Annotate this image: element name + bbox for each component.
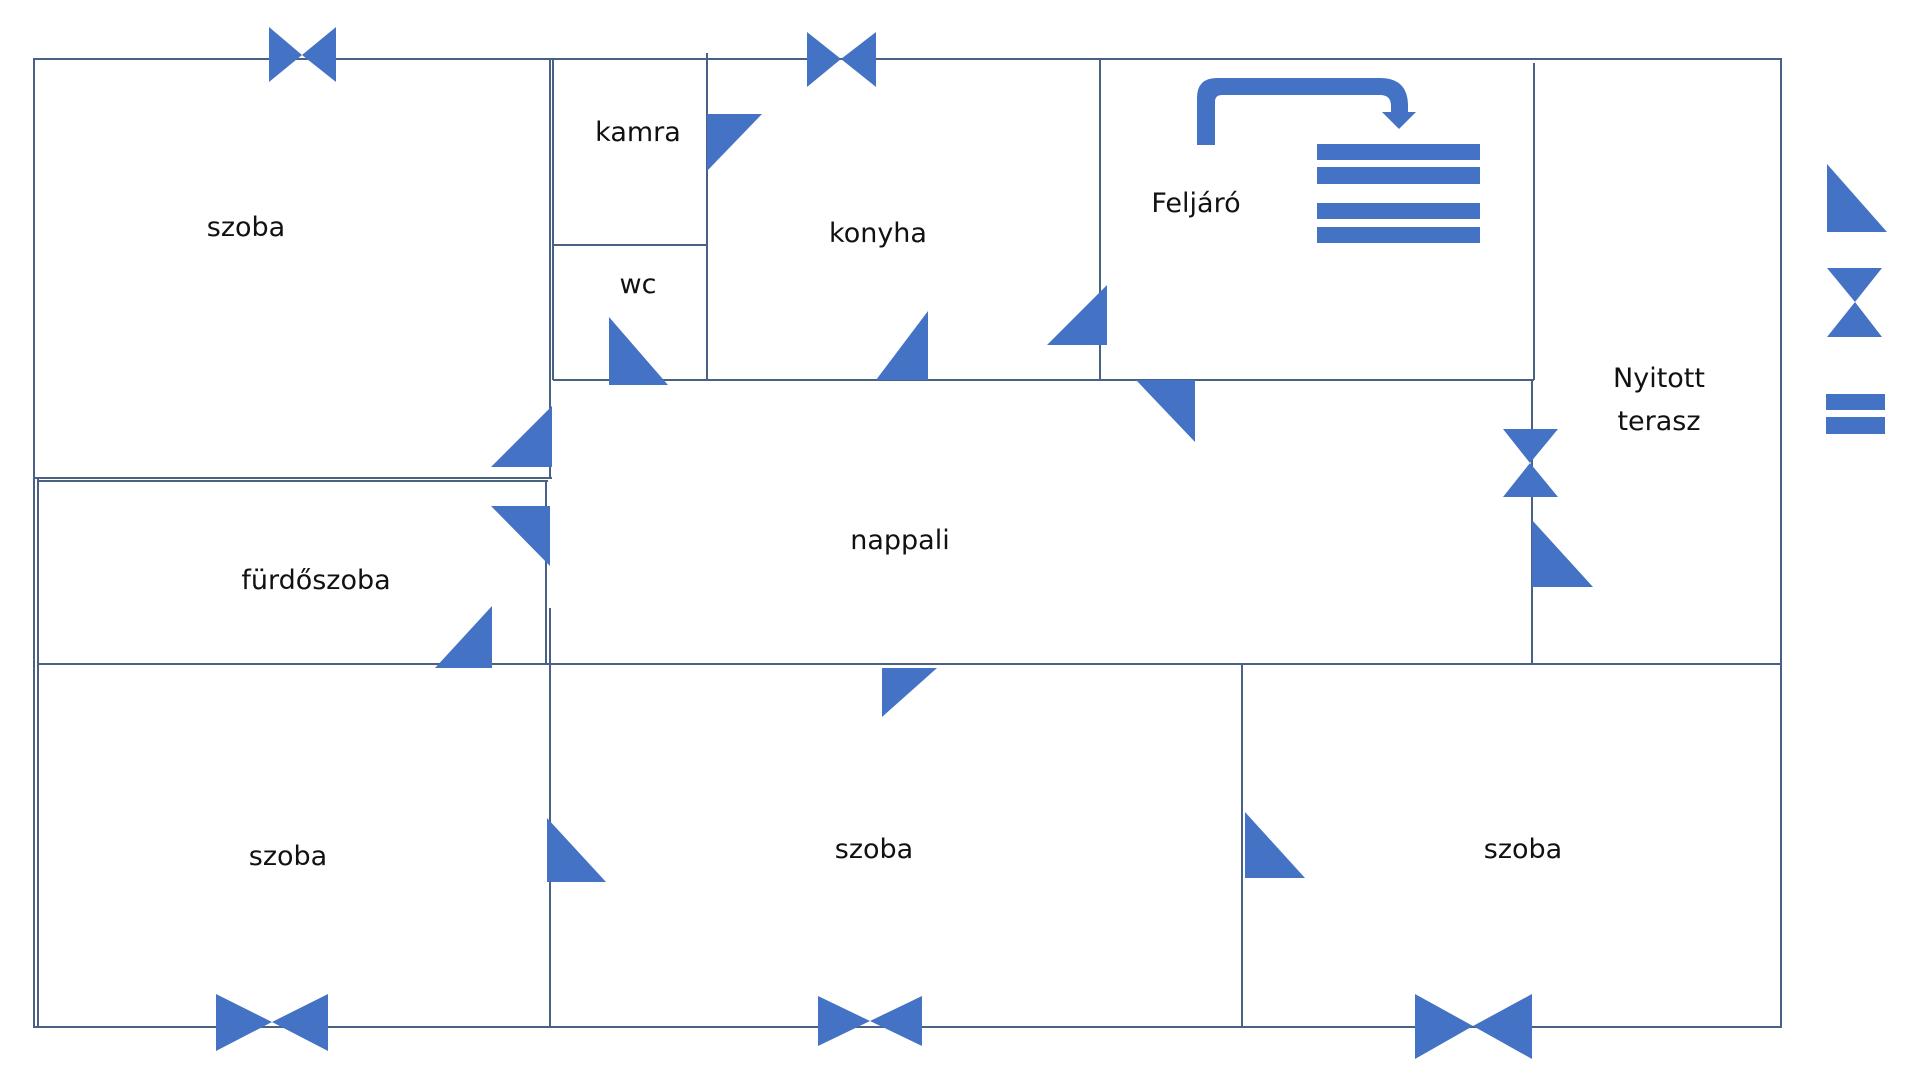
- window-icon: [1503, 429, 1558, 463]
- room-label-furdoszoba: fürdőszoba: [241, 565, 390, 596]
- room-label-szoba-bottom-right: szoba: [1484, 834, 1562, 865]
- room-label-szoba-top-left: szoba: [207, 212, 285, 243]
- window-icon: [1415, 994, 1473, 1059]
- doors: [435, 114, 1593, 882]
- window-icon: [302, 27, 336, 82]
- door-icon: [1532, 520, 1593, 587]
- stair-step: [1317, 167, 1480, 184]
- window-icon: [269, 27, 302, 82]
- room-label-feljaro: Feljáró: [1151, 188, 1240, 219]
- door-icon: [491, 406, 552, 467]
- room-label-szoba-bottom-middle: szoba: [835, 834, 913, 865]
- stair-direction-arrow-icon: [1197, 78, 1416, 145]
- windows: [216, 27, 1558, 1059]
- room-label-wc: wc: [620, 269, 657, 300]
- room-label-terasz-line1: Nyitott: [1613, 363, 1705, 394]
- legend: [1826, 164, 1887, 434]
- door-icon: [1136, 380, 1195, 442]
- door-icon: [491, 506, 550, 566]
- room-labels: szoba kamra wc konyha Feljáró Nyitott te…: [207, 117, 1705, 872]
- room-label-konyha: konyha: [829, 218, 927, 249]
- window-icon: [216, 994, 272, 1051]
- window-icon: [870, 996, 922, 1046]
- stair-step: [1317, 227, 1480, 243]
- room-label-terasz-line2: terasz: [1617, 406, 1700, 437]
- window-icon: [818, 996, 870, 1046]
- window-icon: [1473, 994, 1532, 1059]
- room-label-kamra: kamra: [595, 117, 681, 148]
- door-icon: [1047, 285, 1107, 345]
- legend-window-icon-lower: [1827, 302, 1882, 337]
- window-icon: [841, 32, 876, 87]
- door-icon: [876, 311, 928, 380]
- window-icon: [272, 994, 328, 1051]
- legend-wall-opening-icon: [1826, 394, 1885, 410]
- door-icon: [609, 317, 668, 385]
- stair-step: [1317, 144, 1480, 160]
- door-icon: [547, 818, 606, 882]
- window-icon: [1503, 463, 1558, 497]
- window-icon: [807, 32, 841, 87]
- stair-step: [1317, 203, 1480, 219]
- legend-window-icon: [1827, 268, 1882, 302]
- door-icon: [1245, 812, 1305, 878]
- staircase: [1197, 78, 1480, 243]
- legend-wall-opening-icon-lower: [1826, 417, 1885, 434]
- room-label-nappali: nappali: [850, 525, 949, 556]
- legend-door-icon: [1827, 164, 1887, 232]
- door-icon: [882, 668, 937, 717]
- room-label-szoba-bottom-left: szoba: [249, 841, 327, 872]
- door-icon: [707, 114, 762, 171]
- door-icon: [435, 606, 492, 668]
